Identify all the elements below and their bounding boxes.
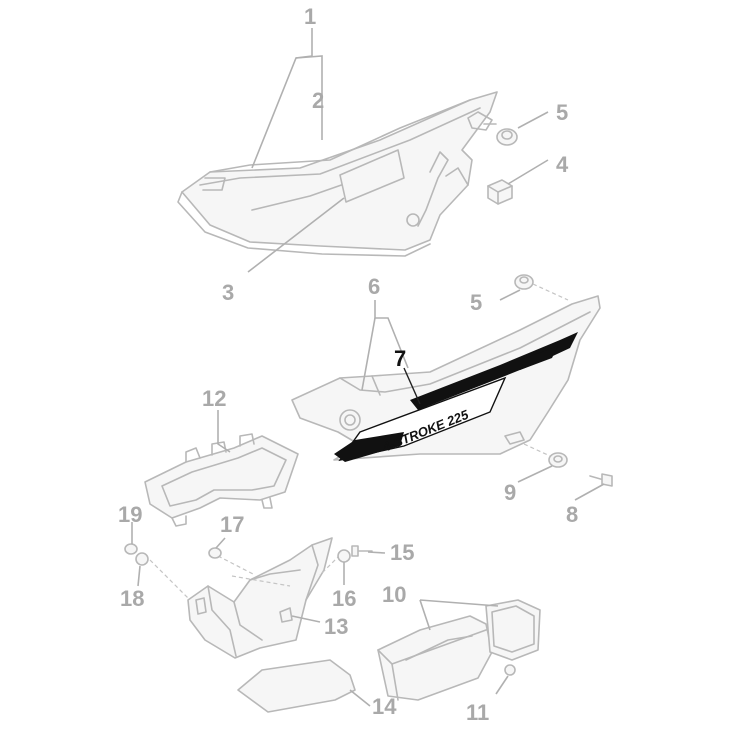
callout-12: 12 (202, 386, 226, 411)
bolt-11 (504, 664, 516, 676)
callout-9: 9 (504, 480, 516, 505)
callout-17: 17 (220, 512, 244, 537)
callout-10: 10 (382, 582, 406, 607)
frame-bracket (144, 433, 299, 527)
callout-3: 3 (222, 280, 234, 305)
grommet-top (496, 128, 518, 146)
screw-19 (124, 543, 138, 555)
nut-18 (135, 552, 149, 566)
callouts: 1 2 3 4 5 5 6 7 8 9 10 11 12 13 14 15 16… (118, 4, 578, 725)
callout-19: 19 (118, 502, 142, 527)
callout-2: 2 (312, 88, 324, 113)
grommet-lower (514, 274, 569, 301)
lower-side-cover (291, 295, 601, 461)
bolt-15 (351, 545, 373, 557)
bolt (589, 473, 613, 487)
callout-14: 14 (372, 694, 397, 719)
tool-box (377, 615, 493, 701)
callout-13: 13 (324, 614, 348, 639)
nut-16 (337, 549, 351, 563)
battery-box (187, 537, 333, 659)
tool-box-cap (485, 599, 541, 661)
callout-5-top: 5 (556, 100, 568, 125)
callout-7: 7 (394, 346, 406, 371)
callout-5-lower: 5 (470, 290, 482, 315)
callout-8: 8 (566, 502, 578, 527)
leader-lines (131, 28, 605, 707)
emblem-plate (339, 149, 405, 203)
washer (523, 443, 568, 468)
screw-17 (208, 547, 222, 559)
callout-6: 6 (368, 274, 380, 299)
pad-sheet (237, 659, 356, 713)
callout-11: 11 (466, 700, 489, 725)
upper-side-cover (177, 91, 498, 257)
callout-15: 15 (390, 540, 414, 565)
callout-16: 16 (332, 586, 356, 611)
callout-18: 18 (120, 586, 144, 611)
collar (487, 179, 513, 205)
callout-4: 4 (556, 152, 569, 177)
callout-1: 1 (304, 4, 316, 29)
